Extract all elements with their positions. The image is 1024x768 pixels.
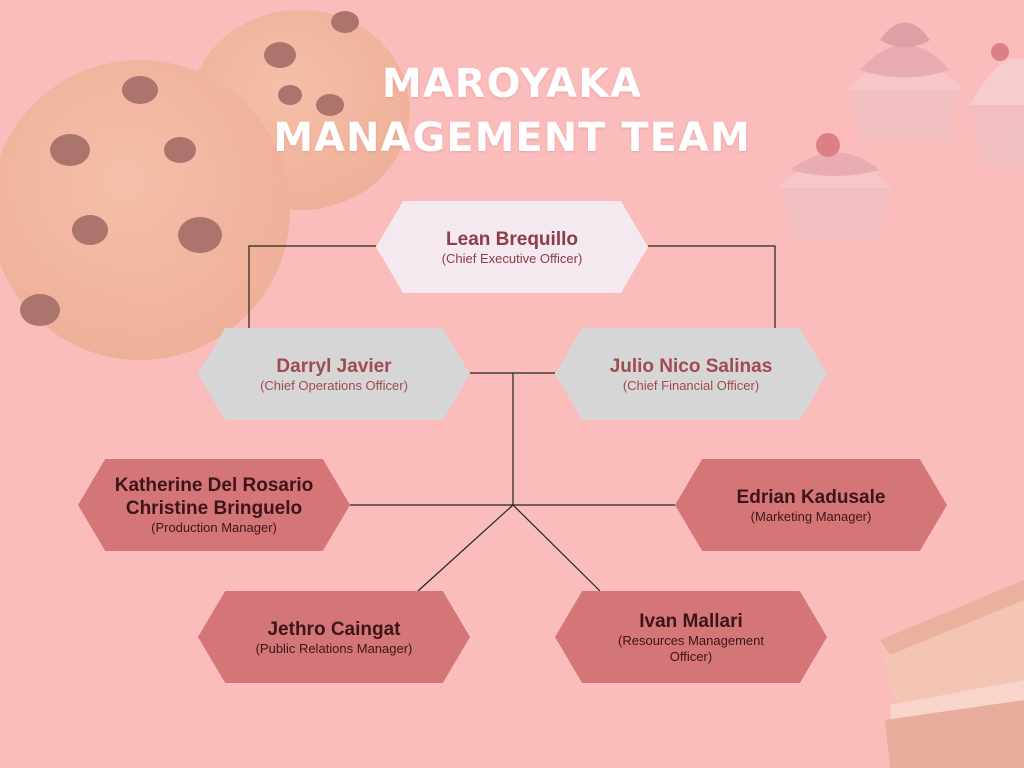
node-name: Jethro Caingat <box>267 618 401 640</box>
org-node-public-relations-manager: Jethro Caingat (Public Relations Manager… <box>198 591 470 683</box>
node-name: Edrian Kadusale <box>736 486 886 508</box>
node-name: Lean Brequillo <box>446 228 578 250</box>
org-node-resources-management-officer: Ivan Mallari (Resources Management Offic… <box>555 591 827 683</box>
org-node-ceo: Lean Brequillo (Chief Executive Officer) <box>376 201 648 293</box>
org-node-cfo: Julio Nico Salinas (Chief Financial Offi… <box>555 328 827 420</box>
connector-lines <box>248 245 776 592</box>
node-name-line-1: Katherine Del Rosario <box>114 475 314 496</box>
node-role: (Chief Executive Officer) <box>441 250 583 266</box>
page-title-line-1: MAROYAKA <box>381 61 643 107</box>
node-role: (Public Relations Manager) <box>255 640 413 656</box>
node-name: Darryl Javier <box>276 355 392 377</box>
org-node-marketing-manager: Edrian Kadusale (Marketing Manager) <box>675 459 947 551</box>
node-role: (Chief Operations Officer) <box>260 377 408 393</box>
node-role-line-2: Officer) <box>669 648 713 664</box>
node-role: (Marketing Manager) <box>750 508 872 524</box>
cupcake-illustration <box>778 22 1024 240</box>
node-name: Ivan Mallari <box>639 610 743 632</box>
node-name-line-2: Christine Bringuelo <box>125 498 303 519</box>
node-role-line-1: (Resources Management <box>618 632 764 648</box>
cookie-illustration <box>0 10 410 360</box>
page-title-line-2: MANAGEMENT TEAM <box>273 115 751 161</box>
org-node-production-manager: Katherine Del Rosario Christine Bringuel… <box>78 459 350 551</box>
org-node-coo: Darryl Javier (Chief Operations Officer) <box>198 328 470 420</box>
node-name: Julio Nico Salinas <box>609 355 773 377</box>
smores-illustration <box>880 580 1024 768</box>
node-role: (Chief Financial Officer) <box>622 377 760 393</box>
node-role: (Production Manager) <box>151 520 277 535</box>
